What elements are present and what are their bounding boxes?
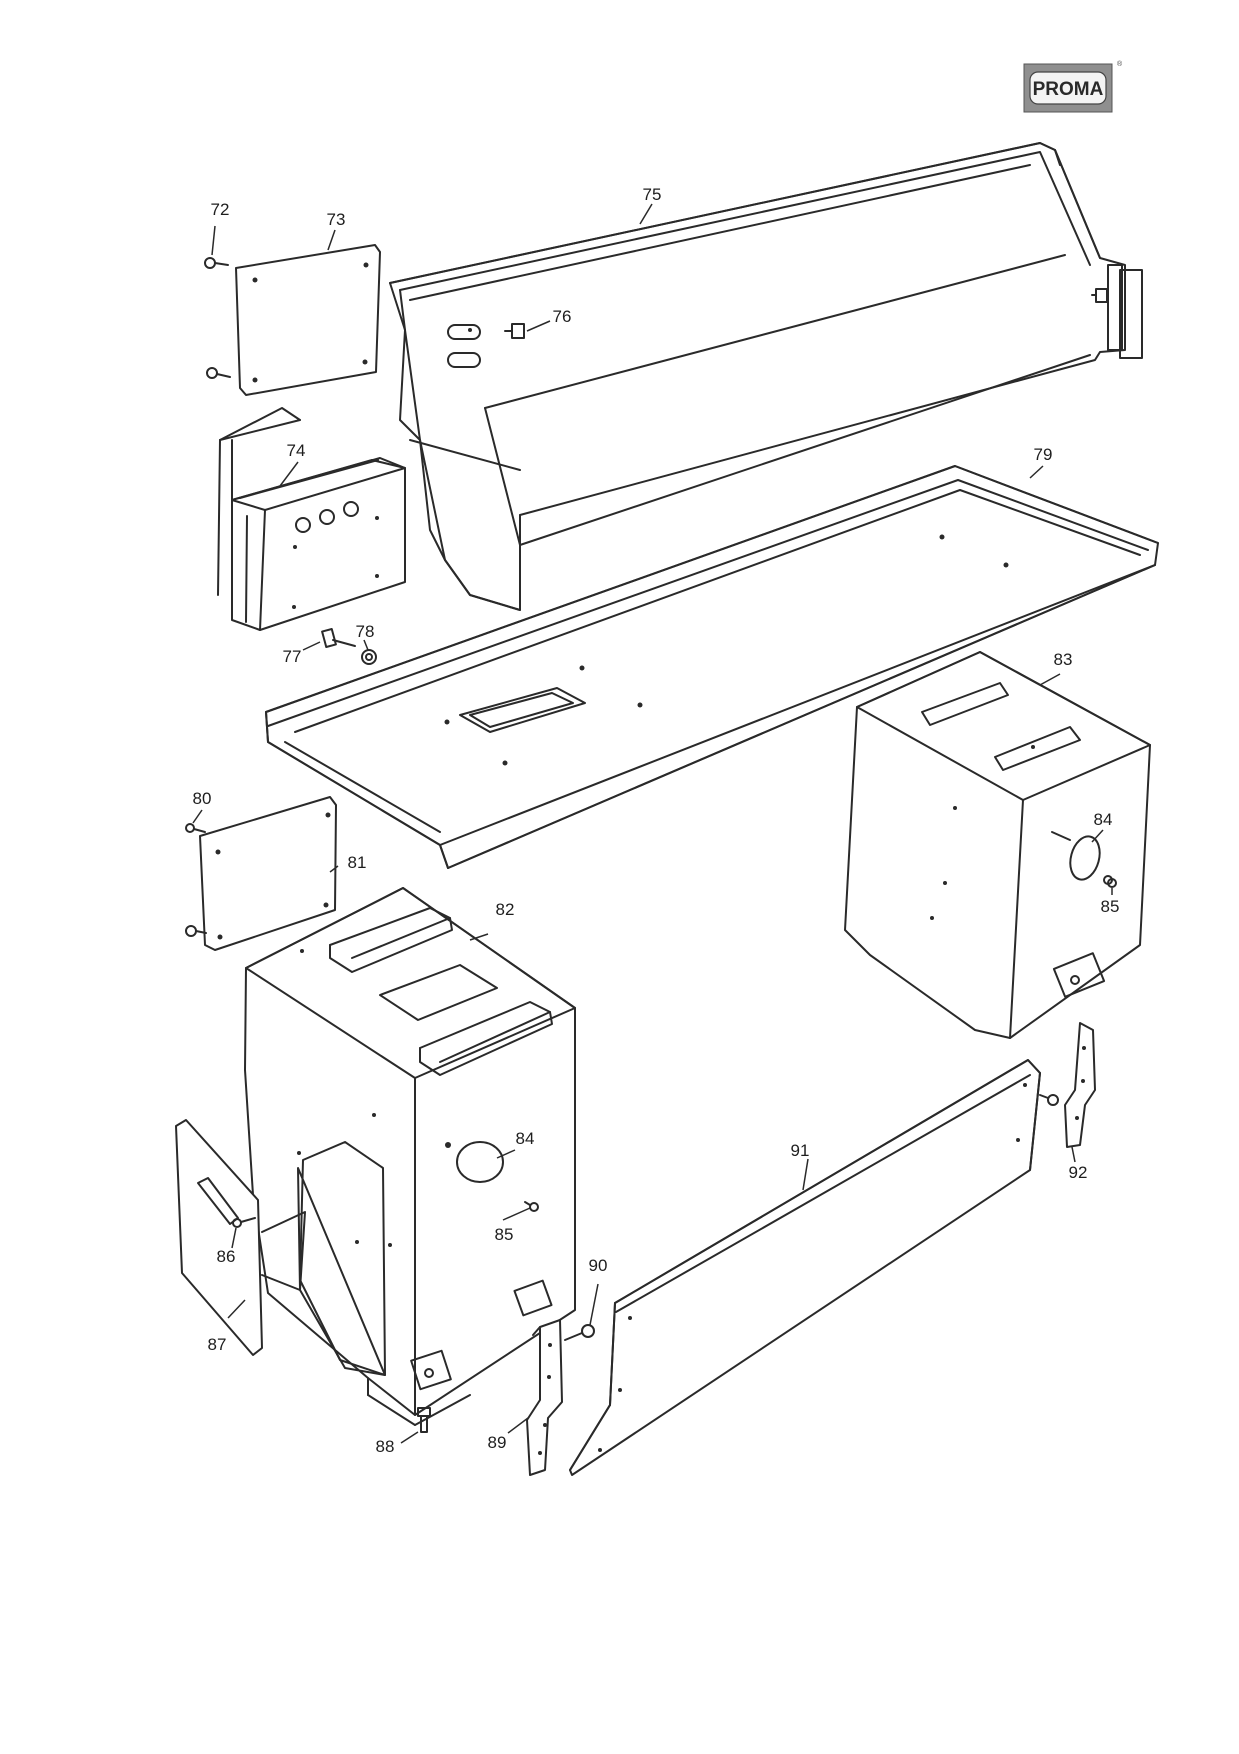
screw-72-lower bbox=[206, 367, 231, 379]
callout-81: 81 bbox=[348, 853, 367, 872]
callout-86: 86 bbox=[217, 1247, 236, 1266]
callout-75: 75 bbox=[643, 185, 662, 204]
proma-logo: PROMA ® bbox=[1023, 60, 1123, 113]
callout-85-left: 85 bbox=[495, 1225, 514, 1244]
bracket-92 bbox=[1064, 1022, 1096, 1148]
svg-text:PROMA: PROMA bbox=[1033, 79, 1104, 100]
bolt-88 bbox=[417, 1407, 431, 1433]
callout-74: 74 bbox=[287, 441, 306, 460]
nut-78 bbox=[361, 649, 377, 665]
callout-84-left: 84 bbox=[516, 1129, 535, 1148]
side-door-87 bbox=[175, 1119, 306, 1356]
callout-91: 91 bbox=[791, 1141, 810, 1160]
screw-91 bbox=[1039, 1094, 1059, 1106]
callout-88: 88 bbox=[376, 1437, 395, 1456]
callout-73: 73 bbox=[327, 210, 346, 229]
screw-85-left bbox=[524, 1201, 539, 1212]
svg-text:®: ® bbox=[1117, 60, 1123, 68]
leader-lines bbox=[192, 203, 1113, 1444]
cover-plate-73 bbox=[235, 244, 381, 396]
bolt-90 bbox=[564, 1324, 595, 1341]
callout-85-right: 85 bbox=[1101, 897, 1120, 916]
left-cabinet-82 bbox=[244, 887, 576, 1426]
bracket-89 bbox=[526, 1319, 563, 1476]
chip-tray-79 bbox=[265, 465, 1159, 869]
front-guard-91 bbox=[569, 1059, 1041, 1476]
callout-79: 79 bbox=[1034, 445, 1053, 464]
callout-labels: 72 73 75 76 74 77 78 79 80 81 82 83 84 8… bbox=[193, 185, 1120, 1456]
callout-89: 89 bbox=[488, 1433, 507, 1452]
callout-78: 78 bbox=[356, 622, 375, 641]
screw-80 bbox=[185, 823, 206, 833]
screw-72 bbox=[204, 257, 229, 269]
bolt-77 bbox=[321, 627, 356, 649]
cover-plate-81 bbox=[199, 796, 337, 951]
callout-82: 82 bbox=[496, 900, 515, 919]
callout-92: 92 bbox=[1069, 1163, 1088, 1182]
callout-72: 72 bbox=[211, 200, 230, 219]
callout-83: 83 bbox=[1054, 650, 1073, 669]
bolt-76-right bbox=[1091, 288, 1108, 303]
callout-84-right: 84 bbox=[1094, 810, 1113, 829]
bolt-76 bbox=[504, 323, 525, 339]
callout-90: 90 bbox=[589, 1256, 608, 1275]
screw-85-right bbox=[1107, 878, 1117, 888]
right-cabinet-83 bbox=[844, 651, 1151, 1039]
callout-87: 87 bbox=[208, 1335, 227, 1354]
screw-80-lower bbox=[185, 925, 207, 937]
callout-76: 76 bbox=[553, 307, 572, 326]
electrical-box-74 bbox=[217, 407, 406, 631]
callout-77: 77 bbox=[283, 647, 302, 666]
back-splash-panel bbox=[389, 142, 1143, 611]
callout-80: 80 bbox=[193, 789, 212, 808]
